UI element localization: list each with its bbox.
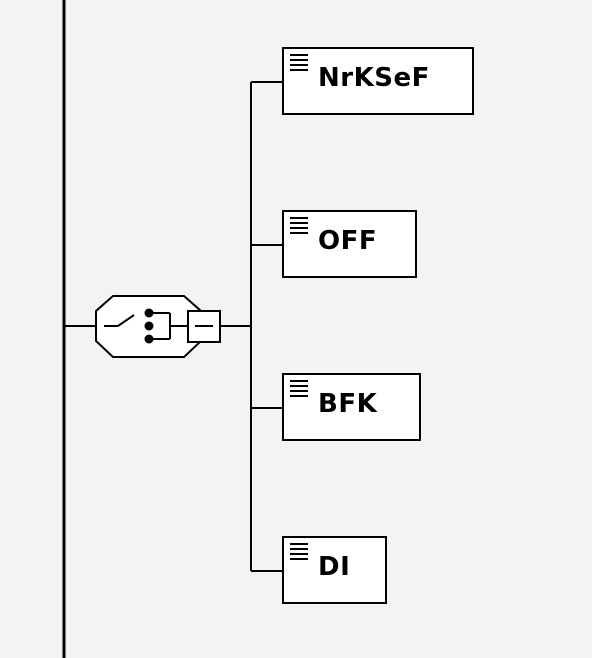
documentation-lines-icon [290,543,308,560]
documentation-lines-icon [290,217,308,234]
element-label-off: OFF [318,226,378,256]
minus-icon[interactable] [187,310,221,343]
element-label-di: DI [318,552,351,582]
element-label-nrksef: NrKSeF [318,63,430,93]
element-box-nrksef[interactable]: NrKSeF [282,47,474,115]
documentation-lines-icon [290,54,308,71]
documentation-lines-icon [290,380,308,397]
element-label-bfk: BFK [318,389,378,419]
element-box-bfk[interactable]: BFK [282,373,421,441]
element-box-di[interactable]: DI [282,536,387,604]
element-box-off[interactable]: OFF [282,210,417,278]
choice-compositor-icon[interactable] [95,295,202,358]
